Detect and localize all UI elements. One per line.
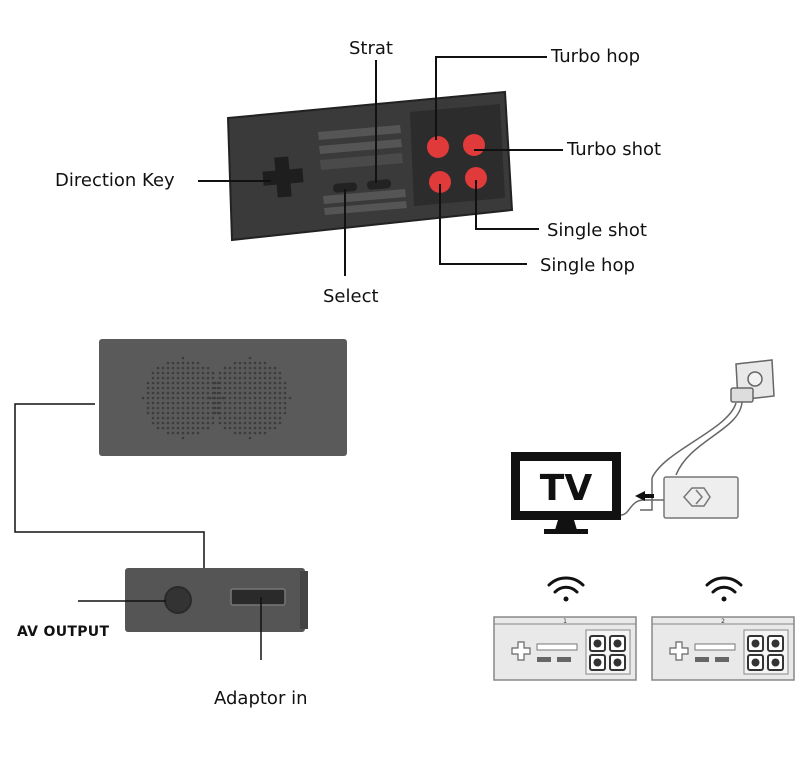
single-shot-button[interactable] [465,167,487,189]
controller-2-number: 2 [721,618,725,625]
arrow-left-icon [635,491,654,501]
power-plug-icon [651,359,775,479]
wifi-icon [547,576,585,602]
hdmi-adapter [620,476,739,519]
wireless-controller-1 [493,616,637,681]
turbo-shot-button[interactable] [463,134,485,156]
tv [511,452,621,534]
tv-label: TV [540,468,593,509]
hdmi-port [230,588,286,606]
center-stripes [318,125,407,215]
wireless-controller-2 [651,616,795,681]
dpad-icon [511,641,531,661]
select-button[interactable] [333,182,358,193]
dpad-icon[interactable] [262,156,304,198]
single-hop-label: Single hop [540,255,635,276]
av-output-label: AV OUTPUT [17,624,110,640]
single-hop-button[interactable] [429,171,451,193]
single-shot-label: Single shot [547,220,647,241]
direction-key-label: Direction Key [55,170,175,191]
wifi-icon [705,576,743,602]
av-output-port [164,586,192,614]
turbo-shot-label: Turbo shot [567,139,662,160]
select-label: Select [323,286,379,307]
leader-lines [198,56,563,276]
console-leaders [14,403,262,660]
strat-label: Strat [349,38,393,59]
console-front [125,568,308,632]
turbo-hop-button[interactable] [427,136,449,158]
adaptor-in-label: Adaptor in [214,688,308,709]
turbo-hop-label: Turbo hop [551,46,641,67]
controller-1-number: 1 [563,618,567,625]
main-controller [226,90,514,242]
console-top [99,339,347,456]
dpad-icon [669,641,689,661]
start-button[interactable] [367,179,392,190]
speaker-grille-icon [141,356,292,440]
